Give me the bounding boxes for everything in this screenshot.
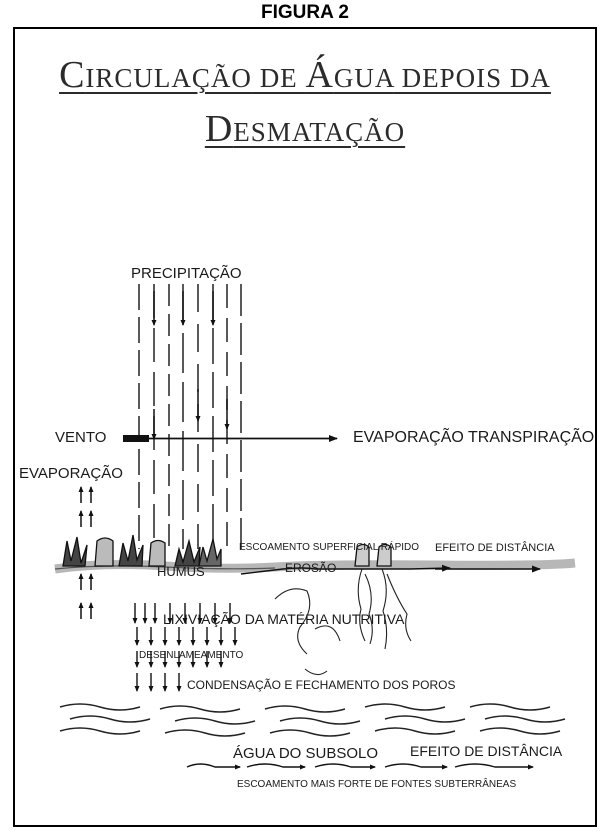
title-line2-text: DESMATAÇÃO	[205, 108, 405, 150]
vegetation	[62, 534, 392, 567]
title-w1a: C	[59, 54, 86, 96]
label-precipitation: PRECIPITAÇÃO	[131, 265, 242, 282]
subsurface-flow-arrows	[186, 763, 534, 770]
infiltration-arrows	[132, 603, 238, 692]
rain-arrows	[151, 291, 230, 440]
evaporation-arrows	[78, 486, 94, 619]
title-w5a: D	[204, 108, 234, 150]
diagram-frame: CIRCULAÇÃO DE ÁGUA DEPOIS DA DESMATAÇÃO	[13, 27, 597, 827]
diagram-title-line1: CIRCULAÇÃO DE ÁGUA DEPOIS DA	[15, 53, 595, 97]
grass-icon	[198, 538, 222, 567]
title-w4: DEPOIS DA	[393, 63, 551, 93]
title-w3b: GUA	[333, 63, 394, 93]
diagram-title-line2: DESMATAÇÃO	[15, 107, 595, 151]
wind-arrow	[123, 435, 338, 442]
rain-lines	[138, 284, 242, 549]
label-erosion: EROSÃO	[285, 561, 337, 575]
groundwater-waves	[59, 703, 566, 737]
label-distance-effect-2: EFEITO DE DISTÂNCIA	[410, 743, 563, 759]
water-cycle-diagram	[54, 284, 576, 770]
title-line1-text: CIRCULAÇÃO DE ÁGUA DEPOIS DA	[59, 54, 551, 96]
figure-caption: FIGURA 2	[261, 2, 349, 23]
label-groundwater: ÁGUA DO SUBSOLO	[233, 745, 379, 762]
surface-runoff-arrow	[240, 564, 451, 575]
label-desludging: DESENLAMEAMENTO	[139, 650, 244, 661]
label-wind: VENTO	[55, 429, 107, 446]
runoff-arrows	[240, 564, 541, 575]
stump-icon	[376, 543, 392, 567]
title-w2: DE	[251, 63, 306, 93]
stump-icon	[148, 539, 166, 567]
label-humus: HUMUS	[157, 564, 205, 579]
stump-icon	[94, 537, 114, 567]
stump-icon	[354, 543, 370, 567]
label-leaching: LIXIVIAÇÃO DA MATÉRIA NUTRITIVA	[163, 611, 405, 627]
label-distance-effect-1: EFEITO DE DISTÂNCIA	[435, 542, 555, 554]
title-w3a: Á	[305, 54, 334, 96]
grass-icon	[62, 536, 88, 567]
label-evaporation-transpiration: EVAPORAÇÃO TRANSPIRAÇÃO	[353, 429, 595, 446]
title-w1b: IRCULAÇÃO	[85, 63, 252, 93]
label-condensation: CONDENSAÇÃO E FECHAMENTO DOS POROS	[187, 678, 456, 692]
wind-bar	[123, 435, 149, 442]
label-stronger-runoff: ESCOAMENTO MAIS FORTE DE FONTES SUBTERRÂ…	[237, 779, 517, 790]
label-evaporation: EVAPORAÇÃO	[19, 465, 123, 482]
grass-icon	[118, 534, 144, 567]
title-w5b: ESMATAÇÃO	[233, 117, 406, 147]
grass-icon	[174, 538, 201, 567]
roots	[274, 568, 412, 676]
label-fast-surface-runoff: ESCOAMENTO SUPERFICIAL RÁPIDO	[239, 542, 420, 553]
